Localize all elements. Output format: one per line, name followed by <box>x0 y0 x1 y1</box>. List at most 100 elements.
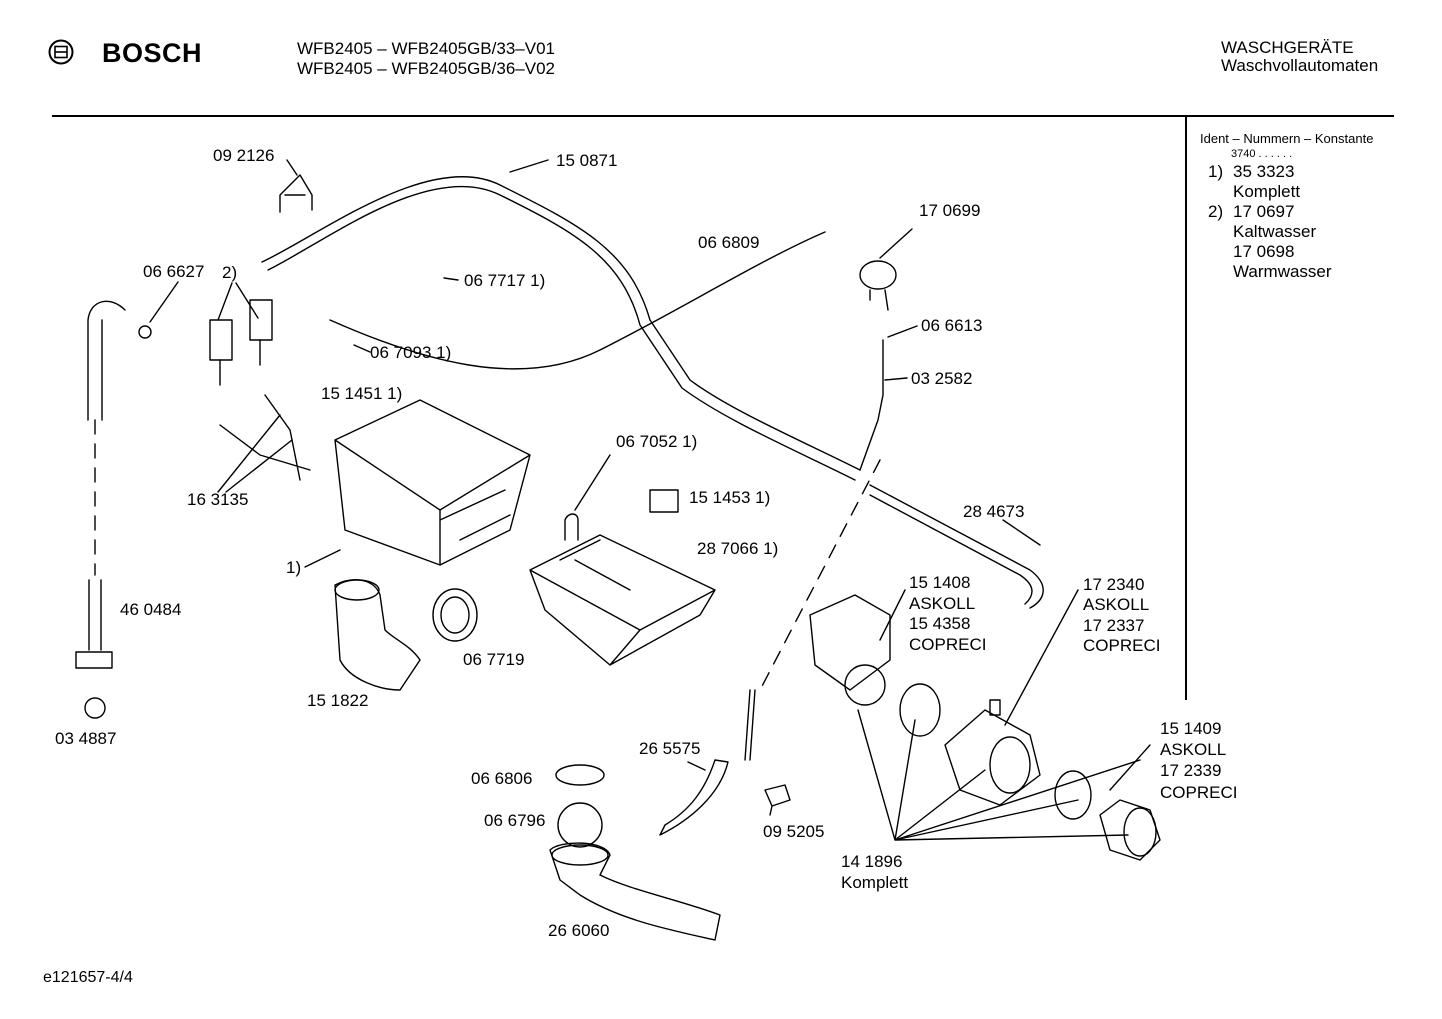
sump-hose <box>549 842 721 941</box>
part-label: 15 1408 <box>909 573 971 592</box>
inlet-elbow <box>87 300 126 421</box>
part-label: 03 2582 <box>911 369 973 388</box>
hose-26-5575 <box>744 689 756 761</box>
part-label: 28 4673 <box>963 502 1025 521</box>
leader-line <box>879 589 906 641</box>
drain-pump-motor <box>809 594 891 691</box>
ident-constant: 3740 . . . . . . <box>1231 148 1293 160</box>
leader-line <box>509 159 549 173</box>
ident-note-2-number: 17 0697 <box>1233 202 1295 221</box>
part-label: 15 1822 <box>307 691 369 710</box>
leader-line <box>1002 519 1041 546</box>
leader-line <box>574 454 611 511</box>
leader-line <box>149 281 179 323</box>
bosch-logo-icon <box>48 39 74 65</box>
part-label: 26 6060 <box>548 921 610 940</box>
leader-line <box>884 377 908 381</box>
part-label: 26 5575 <box>639 739 701 758</box>
ident-note-1-marker: 1) <box>1208 162 1224 181</box>
leader-line <box>687 761 706 771</box>
leader-line <box>217 414 293 493</box>
standpipe <box>75 579 113 669</box>
filter-seal-ring <box>1054 770 1092 820</box>
category-line-1: WASCHGERÄTE <box>1221 38 1354 57</box>
part-label: 46 0484 <box>120 600 182 619</box>
ident-note-1-number: 35 3323 <box>1233 162 1295 181</box>
leader-line <box>887 325 918 338</box>
part-label: 15 1451 1) <box>321 384 403 403</box>
inlet-hose <box>261 176 861 471</box>
pump-seal-ring <box>899 683 941 737</box>
part-label: ASKOLL <box>1160 740 1227 759</box>
part-label: 06 6796 <box>484 811 546 830</box>
part-label: 06 7719 <box>463 650 525 669</box>
seal-06-7719 <box>432 588 478 642</box>
part-label: 17 2337 <box>1083 616 1145 635</box>
part-label: 16 3135 <box>187 490 249 509</box>
leader-line <box>857 709 1141 841</box>
part-label: COPRECI <box>1160 783 1238 802</box>
ident-title: Ident – Nummern – Konstante <box>1200 131 1374 146</box>
part-label: 15 1409 <box>1160 719 1222 738</box>
bowden-cable <box>329 231 826 370</box>
part-label: 06 7093 1) <box>370 343 452 362</box>
part-label: 06 7717 1) <box>464 271 546 290</box>
part-label: COPRECI <box>1083 636 1161 655</box>
category-line-2: Waschvollautomaten <box>1221 56 1379 75</box>
part-label: Komplett <box>841 873 909 892</box>
inlet-valve-2 <box>249 299 273 341</box>
inlet-valve-1 <box>209 319 233 361</box>
part-label: 1) <box>286 558 302 577</box>
pressure-hose <box>859 339 884 471</box>
part-label: 06 7052 1) <box>616 432 698 451</box>
leader-line <box>1109 744 1151 791</box>
drawing-id: e121657-4/4 <box>43 969 133 986</box>
ident-note-2-marker: 2) <box>1208 202 1224 221</box>
ident-note-2-text: Kaltwasser <box>1233 222 1317 241</box>
part-label: 15 0871 <box>556 151 618 170</box>
ident-note-1-text: Komplett <box>1233 182 1301 201</box>
leader-line <box>217 282 259 321</box>
detergent-drawer <box>529 534 716 666</box>
part-label: 03 4887 <box>55 729 117 748</box>
part-label: 09 2126 <box>213 146 275 165</box>
ident-note-3-text: Warmwasser <box>1233 262 1332 281</box>
leader-line <box>353 344 371 353</box>
axis-line <box>759 459 881 691</box>
ident-panel-divider <box>1185 117 1187 700</box>
model-line-2: WFB2405 – WFB2405GB/36–V02 <box>297 59 555 78</box>
part-label: 2) <box>222 263 238 282</box>
connecting-hose <box>869 484 1044 609</box>
part-label: 15 4358 <box>909 614 971 633</box>
part-label: COPRECI <box>909 635 987 654</box>
part-label: 06 6806 <box>471 769 533 788</box>
part-label: ASKOLL <box>909 594 976 613</box>
model-line-1: WFB2405 – WFB2405GB/33–V01 <box>297 39 555 58</box>
part-label: 28 7066 1) <box>697 539 779 558</box>
ball-valve <box>557 802 603 848</box>
part-label: 06 6613 <box>921 316 983 335</box>
header-divider <box>52 115 1394 117</box>
part-label: 17 2340 <box>1083 575 1145 594</box>
drain-bellows <box>334 579 421 691</box>
part-label: 09 5205 <box>763 822 825 841</box>
hose-clamp <box>555 764 605 786</box>
part-label: 06 6627 <box>143 262 205 281</box>
siphon-cap <box>649 489 679 513</box>
part-label: 17 2339 <box>1160 761 1222 780</box>
clip-09-2126 <box>279 174 313 213</box>
ident-note-3-number: 17 0698 <box>1233 242 1295 261</box>
part-label: 06 6809 <box>698 233 760 252</box>
part-label: 14 1896 <box>841 852 903 871</box>
part-label: ASKOLL <box>1083 595 1150 614</box>
leader-line <box>286 159 298 176</box>
leader-line <box>879 228 913 259</box>
leader-line <box>1004 589 1079 726</box>
part-label: 15 1453 1) <box>689 488 771 507</box>
part-09-5205 <box>764 784 791 816</box>
pump-filter <box>1099 799 1161 861</box>
pump-housing <box>944 709 1041 806</box>
pressure-switch <box>859 260 897 290</box>
leader-line <box>443 277 459 281</box>
